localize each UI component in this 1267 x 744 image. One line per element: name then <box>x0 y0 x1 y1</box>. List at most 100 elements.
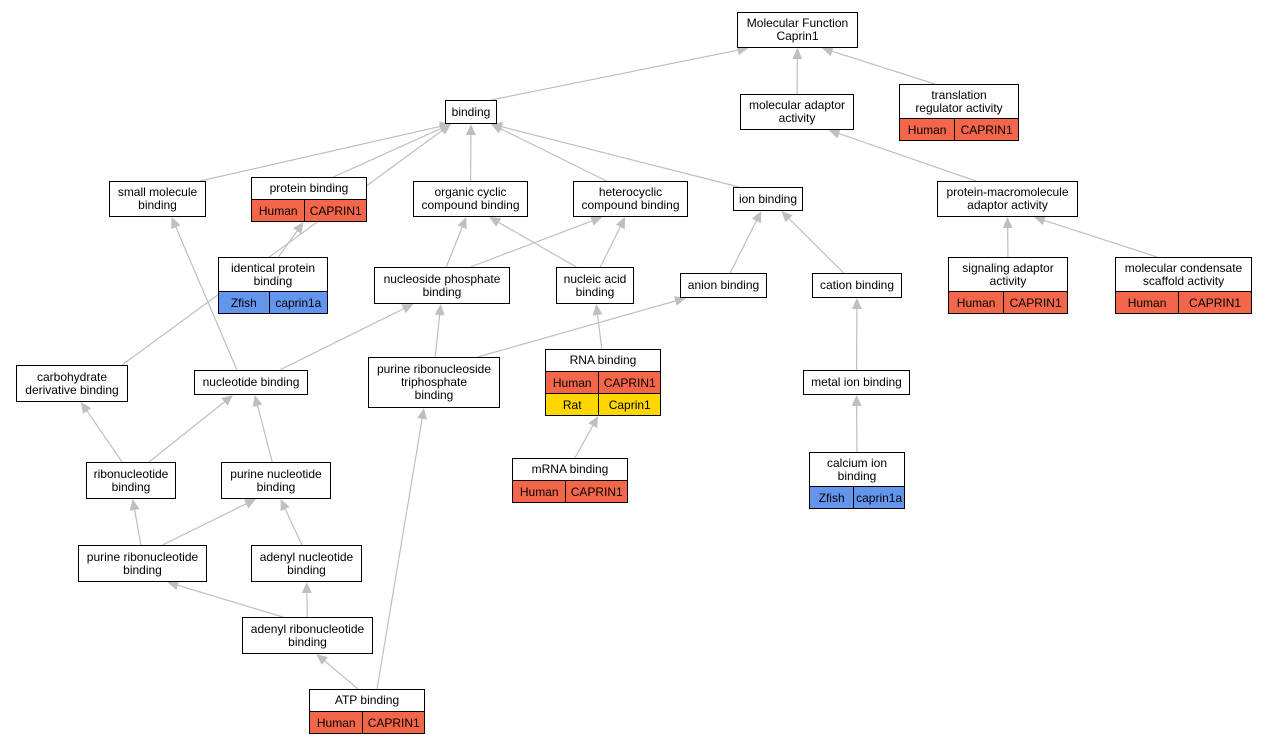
edge-arrowhead <box>252 395 263 407</box>
edge-arrowhead <box>491 121 503 132</box>
node-label: ion binding <box>738 191 798 206</box>
node-small-molecule[interactable]: small molecule binding <box>109 181 206 217</box>
edge-cation-binding-to-ion-binding <box>788 218 845 274</box>
node-ion-binding[interactable]: ion binding <box>733 187 803 211</box>
node-mol-adaptor[interactable]: molecular adaptor activity <box>740 94 854 130</box>
node-ribonucleotide[interactable]: ribonucleotide binding <box>86 462 176 499</box>
gene-cell: caprin1a <box>853 487 904 508</box>
node-nucleoside-phosphate[interactable]: nucleoside phosphate binding <box>374 267 510 304</box>
edge-purine-ribonucleotide-to-purine-nucleotide <box>162 503 247 546</box>
node-label: identical protein binding <box>230 260 316 288</box>
node-purine-rnts[interactable]: purine ribonucleoside triphosphate bindi… <box>368 357 500 408</box>
node-label: nucleotide binding <box>202 375 300 389</box>
node-label: purine ribonucleoside triphosphate bindi… <box>376 362 492 402</box>
edge-identical-protein-to-protein-binding <box>277 230 298 258</box>
gene-cell: CAPRIN1 <box>362 712 424 733</box>
edge-arrowhead <box>792 48 803 60</box>
edge-nucleoside-phosphate-to-heterocyclic <box>470 220 593 268</box>
gene-cell: Caprin1 <box>598 394 660 415</box>
node-nucleic-acid[interactable]: nucleic acid binding <box>556 267 634 304</box>
edge-arrowhead <box>588 416 599 429</box>
edge-arrowhead <box>129 499 140 511</box>
node-label: mRNA binding <box>531 462 609 476</box>
edge-purine-ribonucleotide-to-ribonucleotide <box>134 509 142 546</box>
edge-purine-rnts-to-nucleoside-phosphate <box>434 314 441 358</box>
gene-cell: CAPRIN1 <box>598 372 660 393</box>
edge-nucleic-acid-to-heterocyclic <box>599 226 621 268</box>
edge-arrowhead <box>465 124 476 136</box>
edge-atp-binding-to-adenyl-ribonucleotide <box>324 660 359 690</box>
node-label: molecular adaptor activity <box>748 98 846 125</box>
node-label: purine nucleotide binding <box>230 466 322 494</box>
species-cell: Human <box>252 200 305 221</box>
edge-arrowhead <box>1002 217 1013 229</box>
species-cell: Human <box>546 372 599 393</box>
edge-binding-to-root <box>490 49 738 101</box>
node-label: Molecular Function Caprin1 <box>746 16 849 43</box>
edge-protein-binding-to-binding <box>333 127 442 178</box>
node-label: molecular condensate scaffold activity <box>1124 260 1243 288</box>
node-organic-cyclic[interactable]: organic cyclic compound binding <box>413 181 528 217</box>
node-label: translation regulator activity <box>915 87 1003 115</box>
edge-arrowhead <box>401 304 414 314</box>
edge-translation-reg-to-root <box>832 50 935 85</box>
edge-mrna-binding-to-rna-binding <box>574 425 594 459</box>
edge-arrowhead <box>167 580 180 590</box>
species-cell: Rat <box>546 394 599 415</box>
edge-nucleotide-binding-to-small-molecule <box>175 226 238 371</box>
node-binding[interactable]: binding <box>445 100 497 124</box>
edge-arrowhead <box>592 304 603 316</box>
edge-atp-binding-to-purine-rnts <box>376 418 423 690</box>
edge-prot-macro-to-mol-adaptor <box>838 133 977 182</box>
edge-arrowhead <box>489 217 502 227</box>
gene-cell: CAPRIN1 <box>954 119 1018 140</box>
edge-arrowhead <box>615 217 626 230</box>
node-label: adenyl ribonucleotide binding <box>250 621 365 649</box>
node-prot-macro[interactable]: protein-macromolecule adaptor activity <box>937 181 1078 217</box>
node-label: ATP binding <box>334 693 400 707</box>
node-adenyl-ribonucleotide[interactable]: adenyl ribonucleotide binding <box>242 617 373 654</box>
edge-heterocyclic-to-binding <box>500 128 607 182</box>
node-cation-binding[interactable]: cation binding <box>812 273 902 298</box>
node-purine-nucleotide[interactable]: purine nucleotide binding <box>221 462 331 499</box>
node-purine-ribonucleotide[interactable]: purine ribonucleotide binding <box>78 545 207 582</box>
node-adenyl-nucleotide[interactable]: adenyl nucleotide binding <box>251 545 362 582</box>
node-heterocyclic[interactable]: heterocyclic compound binding <box>573 181 688 217</box>
edge-arrowhead <box>434 304 445 316</box>
edge-carbohydrate-to-binding <box>121 130 443 366</box>
gene-cell: CAPRIN1 <box>565 481 627 502</box>
node-label: signaling adaptor activity <box>962 260 1054 288</box>
node-label: protein-macromolecule adaptor activity <box>946 185 1069 212</box>
edge-purine-rnts-to-anion-binding <box>477 300 676 358</box>
node-root[interactable]: Molecular Function Caprin1 <box>737 12 858 48</box>
edge-rna-binding-to-nucleic-acid <box>596 314 603 350</box>
node-label: nucleic acid binding <box>563 271 627 299</box>
edge-arrowhead <box>171 217 181 230</box>
node-carbohydrate[interactable]: carbohydrate derivative binding <box>16 365 128 402</box>
node-label: adenyl nucleotide binding <box>259 549 354 577</box>
node-nucleotide-binding[interactable]: nucleotide binding <box>194 370 308 395</box>
node-label: metal ion binding <box>811 375 902 389</box>
edge-nucleic-acid-to-organic-cyclic <box>498 221 577 268</box>
species-cell: Zfish <box>219 292 269 313</box>
node-anion-binding[interactable]: anion binding <box>680 273 767 298</box>
node-metal-ion[interactable]: metal ion binding <box>803 370 910 395</box>
node-label: small molecule binding <box>117 185 198 212</box>
edge-arrowhead <box>457 217 467 230</box>
